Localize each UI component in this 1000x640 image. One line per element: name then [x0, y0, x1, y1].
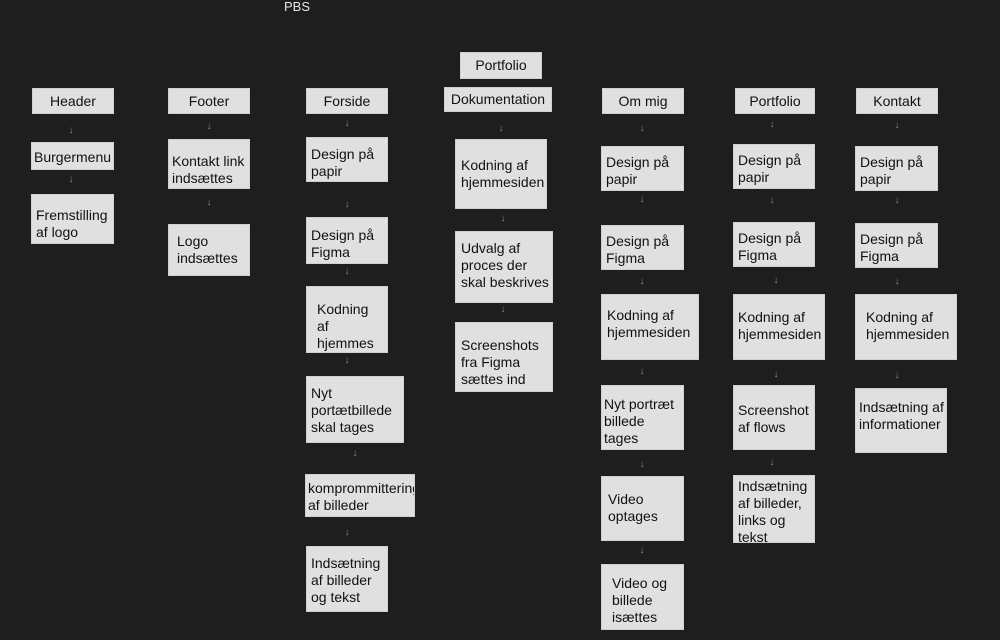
- forside-item[interactable]: Nyt portætbillede skal tages: [306, 376, 404, 443]
- connector-arrow: ↓: [206, 197, 212, 208]
- footer-item[interactable]: Logo indsættes: [168, 224, 250, 276]
- forside-item[interactable]: Kodning af hjemmes ide: [306, 286, 388, 353]
- om-mig-item[interactable]: Design på papir: [601, 146, 684, 191]
- connector-arrow: ↓: [769, 195, 775, 206]
- connector-arrow: ↓: [352, 448, 358, 459]
- om-mig-item[interactable]: Kodning af hjemmesiden: [601, 294, 699, 360]
- connector-arrow: ↓: [894, 370, 900, 381]
- header-column-title[interactable]: Header: [32, 88, 114, 114]
- connector-arrow: ↓: [500, 213, 506, 224]
- om-mig-item[interactable]: Nyt portræt billede tages: [601, 385, 684, 450]
- connector-arrow: ↓: [206, 121, 212, 132]
- connector-arrow: ↓: [639, 459, 645, 470]
- connector-arrow: ↓: [344, 355, 350, 366]
- forside-item[interactable]: Design på papir: [306, 137, 388, 182]
- connector-arrow: ↓: [344, 199, 350, 210]
- connector-arrow: ↓: [894, 120, 900, 131]
- portfolio-item[interactable]: Design på papir: [733, 144, 815, 189]
- dokumentation-item[interactable]: Kodning af hjemmesiden: [455, 139, 547, 209]
- connector-arrow: ↓: [68, 174, 74, 185]
- portfolio-item[interactable]: Design på Figma: [733, 222, 815, 267]
- connector-arrow: ↓: [344, 118, 350, 129]
- footer-item[interactable]: Kontakt link indsættes: [168, 139, 250, 189]
- forside-column-title[interactable]: Forside: [306, 88, 388, 114]
- connector-arrow: ↓: [498, 123, 504, 134]
- portfolio-item[interactable]: Screenshot af flows: [733, 385, 815, 450]
- connector-arrow: ↓: [894, 276, 900, 287]
- connector-arrow: ↓: [639, 194, 645, 205]
- connector-arrow: ↓: [773, 369, 779, 380]
- kontakt-item[interactable]: Indsætning af informationer: [855, 388, 947, 453]
- connector-arrow: ↓: [639, 545, 645, 556]
- header-item[interactable]: Fremstilling af logo: [31, 194, 114, 244]
- forside-item[interactable]: Indsætning af billeder og tekst: [306, 546, 388, 612]
- om-mig-column-title[interactable]: Om mig: [602, 88, 684, 114]
- om-mig-item[interactable]: Design på Figma: [601, 225, 684, 270]
- connector-arrow: ↓: [344, 527, 350, 538]
- kontakt-item[interactable]: Kodning af hjemmesiden: [855, 294, 957, 360]
- forside-item[interactable]: Design på Figma: [306, 217, 388, 264]
- forside-item[interactable]: komprommittering af billeder: [305, 474, 415, 517]
- kontakt-item[interactable]: Design på papir: [855, 146, 938, 191]
- dokumentation-item[interactable]: Screenshots fra Figma sættes ind: [455, 322, 553, 392]
- kontakt-column-title[interactable]: Kontakt: [856, 88, 938, 114]
- om-mig-item[interactable]: Video optages: [601, 476, 684, 541]
- portfolio-item[interactable]: Kodning af hjemmesiden: [733, 294, 825, 360]
- connector-arrow: ↓: [344, 266, 350, 277]
- connector-arrow: ↓: [639, 123, 645, 134]
- om-mig-item[interactable]: Video og billede isættes: [601, 564, 684, 630]
- dokumentation-item[interactable]: Udvalg af proces der skal beskrives: [455, 231, 553, 303]
- portfolio-column-title[interactable]: Portfolio: [735, 88, 815, 114]
- portfolio-item[interactable]: Indsætning af billeder, links og tekst: [733, 475, 815, 543]
- header-item[interactable]: Burgermenu: [31, 142, 114, 170]
- connector-arrow: ↓: [769, 457, 775, 468]
- connector-arrow: ↓: [639, 276, 645, 287]
- connector-arrow: ↓: [894, 195, 900, 206]
- connector-arrow: ↓: [500, 304, 506, 315]
- root-node[interactable]: Portfolio: [460, 52, 542, 79]
- footer-column-title[interactable]: Footer: [168, 88, 250, 114]
- connector-arrow: ↓: [639, 366, 645, 377]
- dokumentation-column-title[interactable]: Dokumentation: [444, 87, 552, 112]
- frame-label[interactable]: PBS: [284, 0, 311, 14]
- connector-arrow: ↓: [769, 119, 775, 130]
- kontakt-item[interactable]: Design på Figma: [855, 223, 938, 268]
- connector-arrow: ↓: [773, 275, 779, 286]
- connector-arrow: ↓: [68, 125, 74, 136]
